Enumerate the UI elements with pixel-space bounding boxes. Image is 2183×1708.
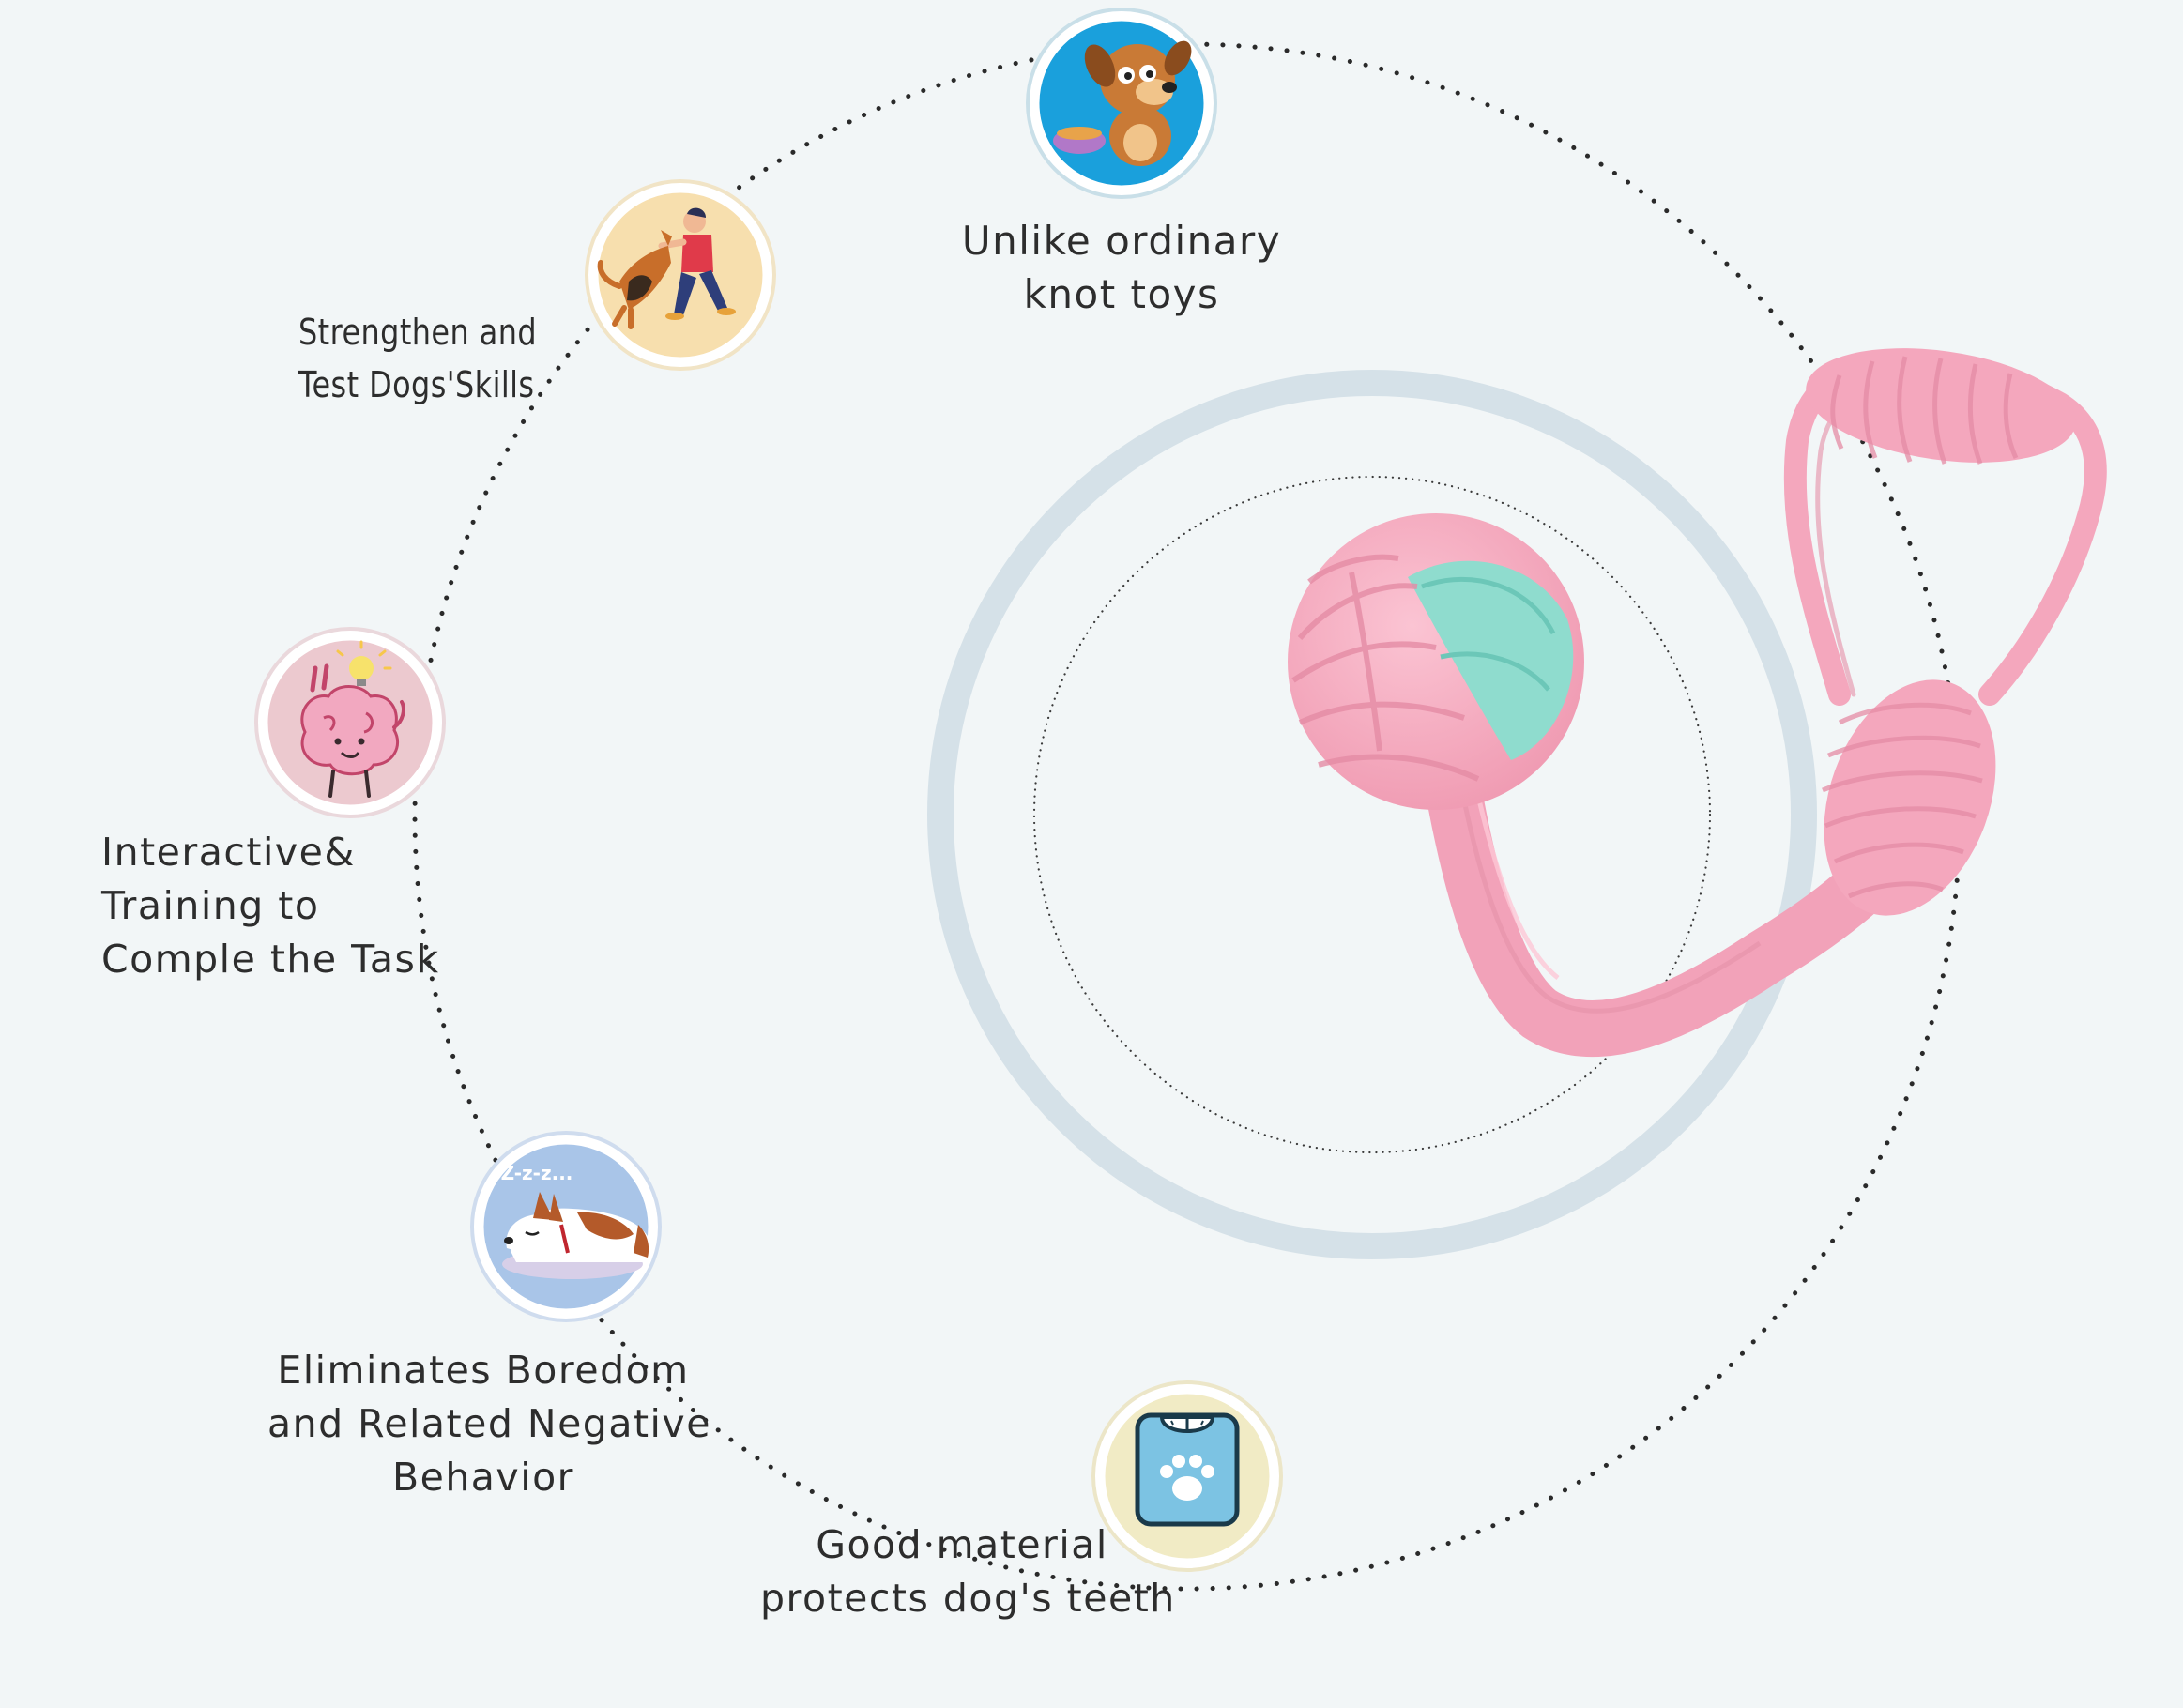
- label-line: Strengthen and: [298, 312, 538, 353]
- dog-with-bowl-icon: [1026, 8, 1217, 199]
- label-line: and Related Negative: [267, 1401, 711, 1446]
- label-line: Training to: [101, 883, 320, 928]
- label-line: Good material: [816, 1522, 1108, 1567]
- interactive-training-label: Interactive& Training to Comple the Task: [101, 826, 458, 986]
- sleeping-dog-icon: Z-z-z...: [470, 1131, 662, 1322]
- label-line: Comple the Task: [101, 937, 440, 982]
- label-line: Interactive&: [101, 830, 356, 875]
- sleep-text: Z-z-z...: [501, 1162, 573, 1184]
- eliminates-boredom-label: Eliminates Boredom and Related Negative …: [267, 1344, 711, 1504]
- good-material-label: Good material protects dog's teeth: [760, 1518, 1176, 1625]
- label-line: Test Dogs'Skills: [298, 364, 535, 405]
- person-training-dog-icon: [585, 179, 776, 371]
- brain-lightbulb-icon: [254, 627, 446, 818]
- inner-blue-ring: [927, 370, 1817, 1259]
- paw-scale-icon: [1092, 1380, 1283, 1572]
- strengthen-skills-label: Strengthen and Test Dogs'Skills: [298, 306, 538, 411]
- label-line: protects dog's teeth: [760, 1576, 1176, 1621]
- label-line: Behavior: [391, 1455, 575, 1500]
- label-line: Unlike ordinary: [961, 218, 1282, 264]
- label-line: Eliminates Boredom: [277, 1348, 690, 1393]
- unlike-ordinary-label: Unlike ordinary knot toys: [924, 214, 1319, 321]
- label-line: knot toys: [1023, 271, 1220, 317]
- rope-ball-toy: [1288, 348, 2107, 1058]
- inner-dotted-ring: [1032, 475, 1712, 1154]
